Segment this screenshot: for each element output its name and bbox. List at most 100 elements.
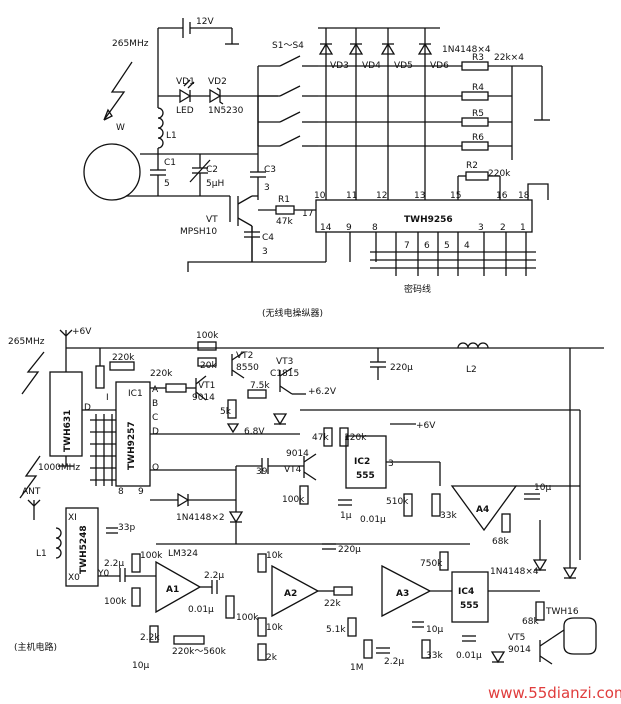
vt5-part: 9014 [508,645,531,655]
r100k-e-label: 100k [236,613,259,623]
switches-s1-s4: S1～S4 [257,41,318,147]
osc-l1-label: L1 [36,549,47,559]
vt1-part: 9014 [192,393,215,403]
vt4-label: VT4 [284,465,302,475]
freq-label: 265MHz [112,39,149,49]
r5k-label: 5k [220,407,232,417]
c220u-label: 220μ [390,363,413,373]
c4-label: C4 [262,233,274,243]
antenna-label: W [116,123,125,133]
a4-label: A4 [476,505,489,515]
r22k-label: 22k [324,599,341,609]
r120k-label: 120k [344,433,367,443]
battery-12v: 12V [158,17,239,45]
c1-label: C1 [164,158,176,168]
rx-ic-label: TWH631 [63,410,73,452]
pin-7: 7 [404,241,410,251]
capacitor-c2: C2 5μH [189,154,224,196]
resistor-r1: R1 47k [258,195,316,227]
c10u-label: 10μ [534,483,551,493]
pin-18: 18 [518,191,530,201]
r100k-c-label: 100k [140,551,163,561]
r2-label: R2 [466,161,478,171]
osc-ic-label: TWH5248 [79,525,89,574]
r510k-label: 510k [386,497,409,507]
ic-twh9256: TWH9256 10 11 12 13 15 16 18 17 14 9 8 7… [302,191,533,251]
main-caption: (主机电路) [14,641,57,653]
ic-twh5248: ANT 1000MHz TWH5248 XI X0 Y0 L1 33p 2.2μ [19,455,156,587]
vplus2-label: +6V [416,421,436,431]
r220k-a-label: 220k [112,353,135,363]
r33k-label: 33k [440,511,457,521]
opamp-a3: A3 5.1k 1M 2.2μ 10μ 33k 750k [326,551,452,673]
pin-b: B [152,399,158,409]
capacitor-c1: C1 5 [150,154,176,196]
r5-label: R5 [472,109,484,119]
transistor-vt: VT MPSH10 [180,195,258,248]
pin-10: 10 [314,191,326,201]
twh-label: TWH16 [545,607,579,617]
ic2-part: 555 [356,471,375,481]
v68-label: 6.8V [244,427,265,437]
rx-pin-d: D [84,403,91,413]
pin-a: A [152,385,159,395]
pin-9: 9 [346,223,352,233]
vt2-label: VT2 [236,351,253,361]
pin-2: 2 [500,223,506,233]
ic2-pin3: 3 [388,459,394,469]
a2-label: A2 [284,589,297,599]
r47k-label: 47k [312,433,329,443]
pin-15: 15 [450,191,461,201]
watermark: www.55dianzi.com [488,684,621,702]
c4-value: 3 [262,247,268,257]
ic2-555: IC2 555 3 +6V 47k 120k [312,421,440,489]
pin-14: 14 [320,223,332,233]
r68k-label: 68k [492,537,509,547]
code-lines: 密码线 [325,232,536,295]
ic2-label: IC2 [354,457,370,467]
r1-label: R1 [278,195,290,205]
resistor-r2: R2 220k [457,161,511,200]
ic4-label: IC4 [458,587,474,597]
r20k-label: 20k [200,361,217,371]
c001-c-label: 0.01μ [456,651,482,661]
vt-part: MPSH10 [180,227,217,237]
pin-9: 9 [138,487,144,497]
resistors-r3-r6: R3 22k×4 R4 R5 R6 [318,53,550,160]
opamp-a4: A4 510k 33k 68k 10μ [386,410,581,560]
pin-c: C [152,413,158,423]
c1u-label: 1μ [340,511,352,521]
pin-1: 1 [520,223,526,233]
c1-value: 5 [164,179,170,189]
r220k-b-label: 220k [150,369,173,379]
c10u-b-label: 10μ [426,625,443,635]
x0-label: X0 [68,573,80,583]
pin-i: I [106,393,109,403]
diode-part-label-b: 1N4148×2 [176,513,225,523]
vt1-label: VT1 [198,381,215,391]
transmitter-caption: (无线电操纵器) [262,307,323,319]
r5-1k-label: 5.1k [326,625,346,635]
vt4-part: 9014 [286,449,309,459]
r1-value: 47k [276,217,293,227]
c2-value: 5μH [206,179,224,189]
vplus-label: +6V [72,327,92,337]
supply-label: 12V [196,17,214,27]
r1m-label: 1M [350,663,364,673]
pin-16: 16 [496,191,508,201]
main-freq-label: 265MHz [8,337,45,347]
opamp-a2: A2 10k 10k 2k 220μ 22k [257,543,361,663]
pin-o: O [152,463,159,473]
decoder-code-grid [90,414,116,486]
filter-l2: 220μ L2 [370,342,489,380]
pin-8: 8 [372,223,378,233]
c3-label: C3 [264,165,276,175]
c39-label: 39 [256,467,268,477]
code-lines-label: 密码线 [404,283,431,295]
l2-label: L2 [466,365,477,375]
r68k-b-label: 68k [522,617,539,627]
ic-twh631: TWH631 D [49,348,91,467]
vt3-part: C1815 [270,369,299,379]
diode-part2-label: 1N4148×4 [490,567,539,577]
ant-label: ANT [22,487,41,497]
